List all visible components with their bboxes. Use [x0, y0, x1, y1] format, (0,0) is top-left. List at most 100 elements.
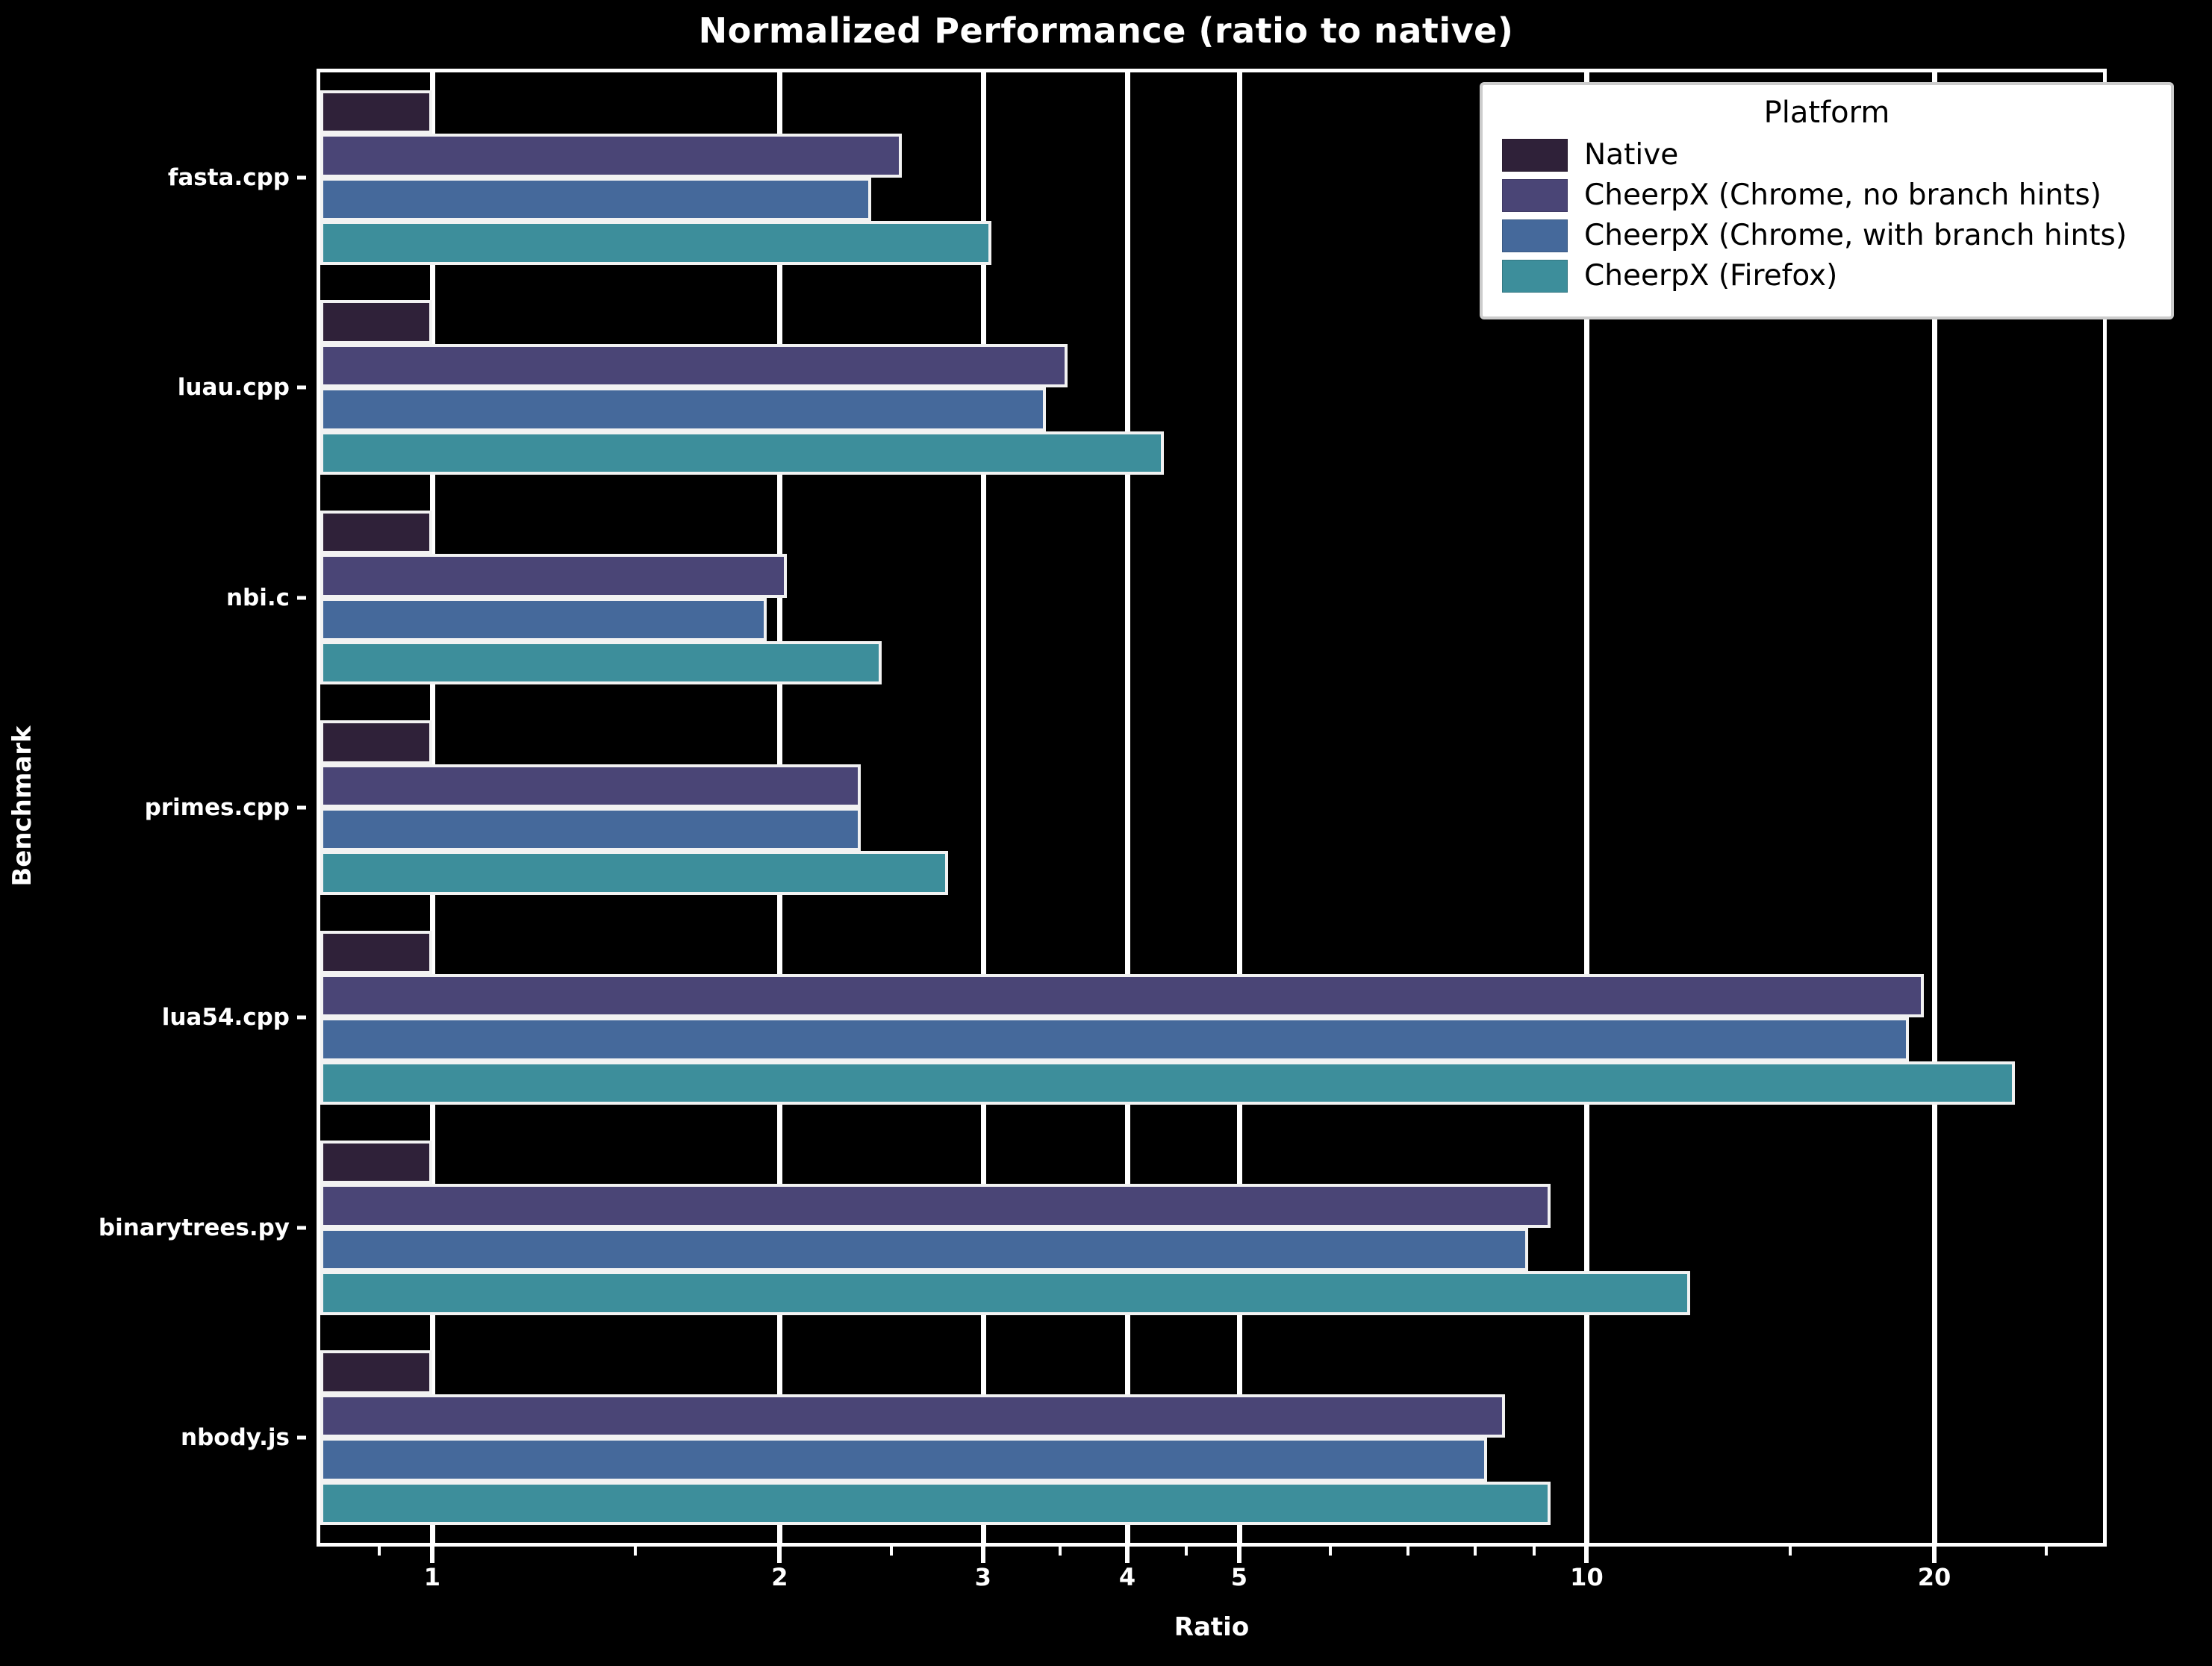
gridline-x-4 [1125, 72, 1130, 1543]
bar-primes.cpp-cheerpx-firefox-[interactable] [320, 851, 949, 895]
bar-row [320, 1481, 2103, 1526]
bar-row [320, 177, 2103, 222]
bar-nbi.c-native[interactable] [320, 510, 432, 555]
bar-luau.cpp-cheerpx-chrome-with-branch-hints-[interactable] [320, 387, 1046, 431]
x-tick-mark-major [1125, 1547, 1130, 1563]
bar-row [320, 974, 2103, 1018]
bar-row [320, 1184, 2103, 1228]
y-tick-label-nbody.js: nbody.js [181, 1424, 290, 1452]
y-tick-mark [297, 596, 306, 600]
x-axis-title: Ratio [1174, 1612, 1250, 1642]
bar-row [320, 134, 2103, 178]
bar-row [320, 431, 2103, 475]
x-tick-mark-minor [1406, 1547, 1409, 1556]
bar-row [320, 554, 2103, 598]
bar-group-luau.cpp [320, 282, 2103, 492]
bar-nbody.js-cheerpx-firefox-[interactable] [320, 1481, 1551, 1526]
bar-nbody.js-cheerpx-chrome-no-branch-hints-[interactable] [320, 1394, 1506, 1438]
bar-row [320, 597, 2103, 641]
bar-lua54.cpp-cheerpx-chrome-no-branch-hints-[interactable] [320, 974, 1925, 1018]
x-tick-mark-major [980, 1547, 985, 1563]
bar-luau.cpp-cheerpx-firefox-[interactable] [320, 431, 1164, 475]
bar-row [320, 851, 2103, 895]
bar-binarytrees.py-cheerpx-chrome-no-branch-hints-[interactable] [320, 1184, 1551, 1228]
x-tick-mark-major [1584, 1547, 1589, 1563]
x-tick-mark-minor [634, 1547, 638, 1556]
bar-luau.cpp-native[interactable] [320, 300, 432, 344]
bar-row [320, 343, 2103, 388]
bar-lua54.cpp-native[interactable] [320, 930, 432, 974]
bar-row [320, 90, 2103, 134]
legend-swatch-icon [1502, 260, 1568, 293]
x-tick-mark-minor [890, 1547, 894, 1556]
legend-entry-cheerpx-chrome-with-branch-hints-[interactable]: CheerpX (Chrome, with branch hints) [1502, 219, 2152, 252]
bar-row [320, 1017, 2103, 1061]
bar-row [320, 510, 2103, 555]
x-tick-mark-minor [1059, 1547, 1062, 1556]
gridline-x-10 [1584, 72, 1590, 1543]
y-tick-label-fasta.cpp: fasta.cpp [167, 163, 290, 191]
y-tick-label-lua54.cpp: lua54.cpp [161, 1004, 290, 1032]
legend-entry-label: Native [1584, 137, 1679, 172]
bar-row [320, 221, 2103, 265]
legend-swatch-icon [1502, 219, 1568, 252]
chart-title: Normalized Performance (ratio to native) [698, 10, 1514, 51]
legend-entry-cheerpx-firefox-[interactable]: CheerpX (Firefox) [1502, 260, 2152, 293]
y-tick-mark [297, 1015, 306, 1020]
x-tick-mark-major [1932, 1547, 1937, 1563]
x-tick-label-10: 10 [1570, 1563, 1604, 1591]
bar-group-primes.cpp [320, 702, 2103, 912]
bar-group-lua54.cpp [320, 913, 2103, 1123]
plot-inner [320, 72, 2103, 1543]
bar-nbi.c-cheerpx-chrome-no-branch-hints-[interactable] [320, 554, 788, 598]
bar-fasta.cpp-cheerpx-chrome-with-branch-hints-[interactable] [320, 177, 871, 222]
bar-row [320, 387, 2103, 431]
x-tick-mark-minor [1329, 1547, 1333, 1556]
x-tick-mark-minor [1473, 1547, 1477, 1556]
y-tick-label-binarytrees.py: binarytrees.py [98, 1214, 290, 1241]
bar-luau.cpp-cheerpx-chrome-no-branch-hints-[interactable] [320, 343, 1068, 388]
gridline-x-3 [980, 72, 986, 1543]
bar-row [320, 930, 2103, 974]
bar-row [320, 1350, 2103, 1394]
bar-primes.cpp-cheerpx-chrome-no-branch-hints-[interactable] [320, 764, 861, 808]
legend-title: Platform [1763, 96, 1890, 130]
x-tick-label-4: 4 [1118, 1563, 1136, 1591]
y-tick-mark [297, 175, 306, 180]
bar-fasta.cpp-cheerpx-firefox-[interactable] [320, 221, 991, 265]
legend-entry-label: CheerpX (Firefox) [1584, 258, 1838, 293]
x-tick-label-1: 1 [423, 1563, 441, 1591]
bar-binarytrees.py-cheerpx-chrome-with-branch-hints-[interactable] [320, 1227, 1529, 1272]
legend-entry-native[interactable]: Native [1502, 139, 2152, 172]
bar-fasta.cpp-native[interactable] [320, 90, 432, 134]
bar-binarytrees.py-cheerpx-firefox-[interactable] [320, 1271, 1691, 1315]
bar-lua54.cpp-cheerpx-firefox-[interactable] [320, 1061, 2016, 1105]
bar-nbi.c-cheerpx-chrome-with-branch-hints-[interactable] [320, 597, 767, 641]
bar-row [320, 640, 2103, 685]
bar-lua54.cpp-cheerpx-chrome-with-branch-hints-[interactable] [320, 1017, 1909, 1061]
bar-nbi.c-cheerpx-firefox-[interactable] [320, 640, 882, 685]
x-tick-mark-minor [378, 1547, 381, 1556]
bar-row [320, 807, 2103, 852]
bar-nbody.js-native[interactable] [320, 1350, 432, 1394]
legend-entry-cheerpx-chrome-no-branch-hints-[interactable]: CheerpX (Chrome, no branch hints) [1502, 179, 2152, 212]
bar-nbody.js-cheerpx-chrome-with-branch-hints-[interactable] [320, 1438, 1488, 1482]
gridline-x-5 [1236, 72, 1242, 1543]
bar-row [320, 1271, 2103, 1315]
x-tick-mark-minor [1788, 1547, 1792, 1556]
bar-group-binarytrees.py [320, 1123, 2103, 1332]
bar-binarytrees.py-native[interactable] [320, 1141, 432, 1185]
bar-primes.cpp-native[interactable] [320, 720, 432, 764]
x-tick-mark-minor [1185, 1547, 1188, 1556]
bar-row [320, 1061, 2103, 1105]
legend-swatch-icon [1502, 179, 1568, 212]
y-tick-label-luau.cpp: luau.cpp [177, 374, 290, 402]
bar-group-nbody.js [320, 1333, 2103, 1543]
y-tick-mark [297, 1226, 306, 1230]
bar-fasta.cpp-cheerpx-chrome-no-branch-hints-[interactable] [320, 134, 902, 178]
bar-primes.cpp-cheerpx-chrome-with-branch-hints-[interactable] [320, 807, 861, 852]
y-tick-label-nbi.c: nbi.c [225, 584, 290, 611]
